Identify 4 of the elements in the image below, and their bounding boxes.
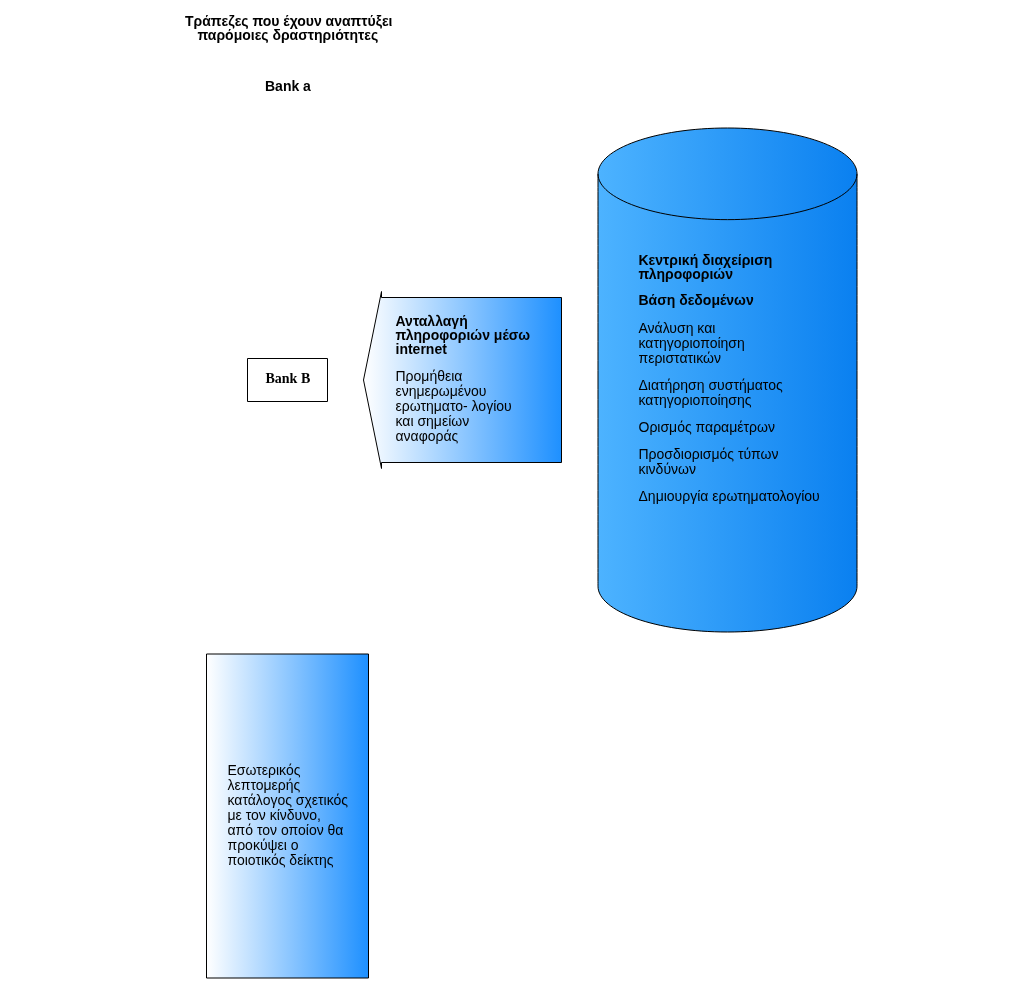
node-box: Εσωτερικός λεπτομερής κατάλογος σχετικός με τον κίνδυνο, από τον οποίον θα προκύψει ο ποιοτικός δείκτης [205,653,369,979]
label: Bank a [264,77,311,94]
label: Τράπεζες που έχουν αναπτύξει παρόμοιες δραστηριότητες [184,13,392,44]
node-box: Bank B [246,358,328,402]
